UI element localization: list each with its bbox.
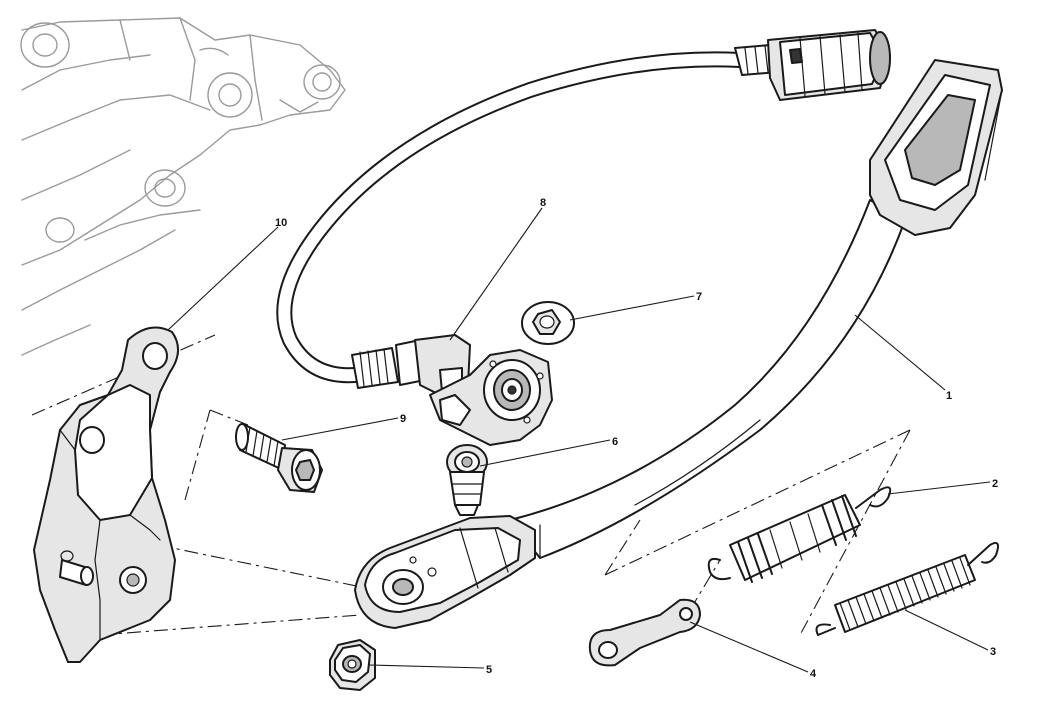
callout-5: 5 — [486, 664, 492, 676]
callout-labels: 1 2 3 4 5 6 7 8 9 10 — [275, 197, 998, 680]
wiring-connector — [734, 29, 891, 101]
sensor-pin-screw — [446, 444, 488, 516]
side-stand-sensor — [351, 334, 553, 446]
assembly-guide-lines — [31, 334, 911, 636]
callout-4: 4 — [810, 668, 817, 680]
nut — [329, 639, 376, 691]
washer — [521, 301, 575, 345]
side-stand-leg — [354, 59, 1003, 629]
sensor-cable — [276, 51, 748, 384]
callout-10: 10 — [275, 217, 287, 229]
callout-9: 9 — [400, 413, 406, 425]
inner-spring — [815, 542, 999, 636]
spring-plate — [588, 598, 701, 667]
callout-8: 8 — [540, 197, 546, 209]
callout-1: 1 — [946, 390, 952, 402]
leader-lines — [167, 207, 991, 673]
outer-spring — [707, 486, 892, 583]
side-stand-bracket — [33, 326, 179, 663]
bolt — [235, 423, 323, 493]
callout-7: 7 — [696, 291, 702, 303]
engine-casing — [20, 17, 346, 356]
callout-2: 2 — [992, 478, 998, 490]
callout-3: 3 — [990, 646, 996, 658]
callout-6: 6 — [612, 436, 618, 448]
